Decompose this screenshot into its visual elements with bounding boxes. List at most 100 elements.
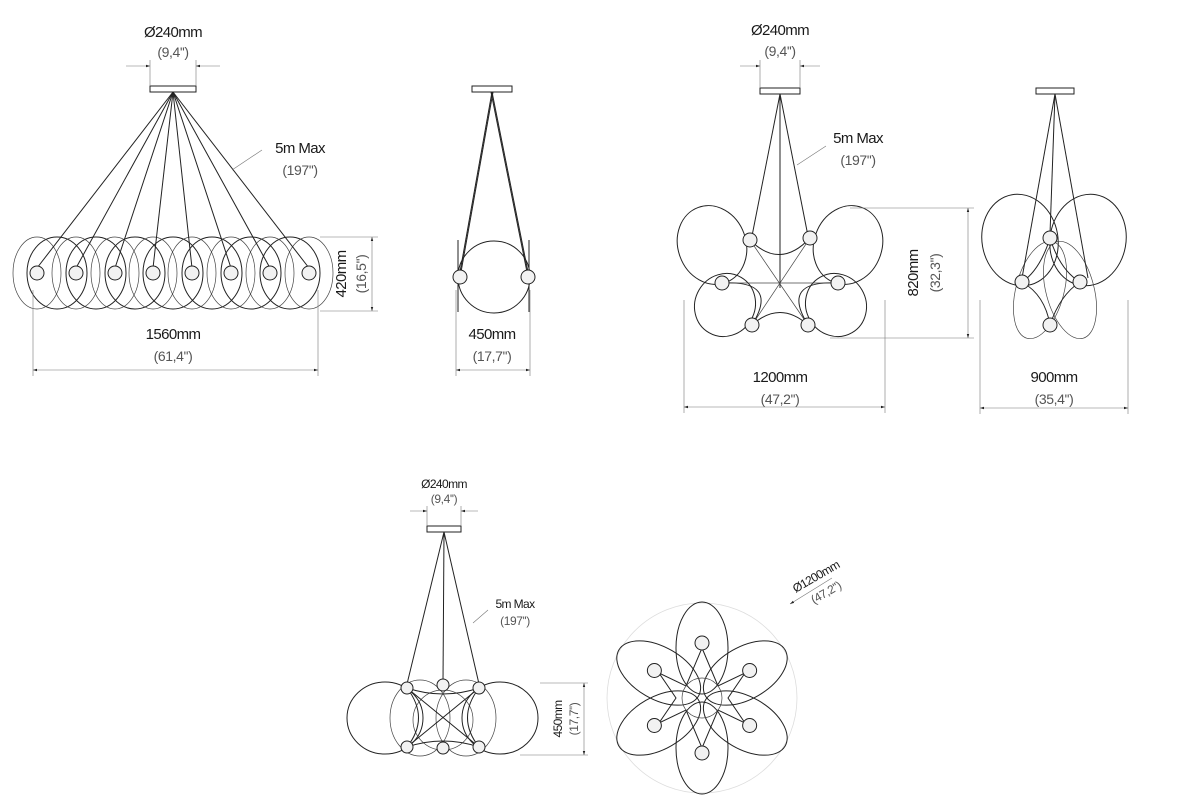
light-loop <box>457 240 531 314</box>
frame-arc <box>721 237 839 326</box>
light-globe <box>223 265 239 281</box>
frame-arm <box>749 239 809 326</box>
light-globe <box>436 741 450 755</box>
cable-length-label: 5m Max <box>495 597 535 611</box>
light-loop <box>1013 240 1067 340</box>
diameter-arrow <box>789 577 833 605</box>
light-globe <box>400 681 414 695</box>
light-globe <box>1014 274 1030 290</box>
ceiling-canopy <box>149 85 197 93</box>
width-inches: (47,2'') <box>761 391 800 407</box>
view-ring-side: Ø240mm (9,4'') 5m Max (197'') 450mm (17,… <box>346 477 588 757</box>
suspension-cable <box>442 531 445 683</box>
frame-arm <box>751 237 811 326</box>
light-globe <box>646 663 662 678</box>
light-loop <box>1043 240 1097 340</box>
view-linear-end: 450mm (17,7'') <box>452 85 536 376</box>
suspension-cable <box>172 91 271 269</box>
suspension-cable <box>1049 93 1056 235</box>
width-inches: (61,4'') <box>154 348 193 364</box>
light-globe <box>301 265 317 281</box>
light-loop <box>12 236 62 310</box>
light-globe <box>520 269 536 285</box>
light-globe <box>400 740 414 754</box>
light-loop <box>675 601 729 695</box>
light-loop <box>389 679 451 757</box>
view-star-side: 900mm (35,4'') <box>979 87 1129 414</box>
ceiling-canopy <box>759 87 801 95</box>
light-globe <box>744 317 760 333</box>
suspension-cable <box>443 531 480 685</box>
light-loop <box>461 681 539 755</box>
light-globe <box>646 718 662 733</box>
view-ring-top: Ø1200mm (47,2'') <box>606 557 844 795</box>
light-loop <box>65 236 127 310</box>
suspension-cable <box>751 93 781 237</box>
light-globe <box>262 265 278 281</box>
suspension-cable <box>114 91 174 269</box>
canopy-diameter-inches: (9,4'') <box>431 492 458 506</box>
light-loop <box>259 236 321 310</box>
light-loop <box>128 236 178 310</box>
width-label: 1200mm <box>753 369 808 386</box>
height-label: 450mm <box>551 700 565 738</box>
suspension-cable <box>1021 93 1056 279</box>
light-globe <box>694 635 710 651</box>
star-side-drawing <box>981 93 1127 340</box>
light-loop <box>181 236 243 310</box>
suspension-cable <box>172 91 193 269</box>
view-linear-side: Ø240mm (9,4'') 5m Max (197'') 420mm (16,… <box>12 24 378 376</box>
light-loop <box>167 236 217 310</box>
canopy-diameter-label: Ø240mm <box>144 24 202 41</box>
light-globe <box>107 265 123 281</box>
light-loop <box>693 272 757 338</box>
light-globe <box>714 275 730 291</box>
light-loop <box>616 690 702 756</box>
width-inches: (35,4'') <box>1035 391 1074 407</box>
light-globe <box>29 265 45 281</box>
overall-diameter-circle <box>606 602 798 794</box>
ring-top-drawing <box>616 601 788 795</box>
light-globe <box>742 718 758 733</box>
light-globe <box>452 269 468 285</box>
frame-diamond <box>1021 237 1081 326</box>
height-inches: (17,7'') <box>567 702 581 735</box>
light-loop <box>51 236 101 310</box>
light-loop <box>284 236 334 310</box>
light-globe <box>694 745 710 761</box>
light-loop <box>702 640 788 706</box>
light-loop <box>245 236 295 310</box>
height-inches: (16,5'') <box>353 255 369 294</box>
suspension-cable <box>172 91 310 269</box>
cable-length-inches: (197'') <box>500 614 530 628</box>
width-label: 900mm <box>1030 369 1077 386</box>
cable-length-inches: (197'') <box>282 162 317 178</box>
suspension-cable <box>1054 93 1089 279</box>
light-loop <box>206 236 256 310</box>
frame-arcs <box>406 687 480 748</box>
suspension-cable <box>75 91 174 269</box>
light-globe <box>68 265 84 281</box>
light-globe <box>436 678 450 692</box>
light-globe <box>742 232 758 248</box>
canopy-diameter-inches: (9,4'') <box>764 43 795 59</box>
cable-length-label: 5m Max <box>833 130 884 147</box>
cable-length-inches: (197'') <box>840 152 875 168</box>
ceiling-canopy <box>471 85 513 93</box>
canopy-diameter-label: Ø240mm <box>421 477 467 491</box>
light-globe <box>1042 317 1058 333</box>
suspension-cable <box>779 93 809 237</box>
suspension-cable <box>406 531 445 685</box>
canopy-diameter-inches: (9,4'') <box>157 44 188 60</box>
ceiling-canopy <box>426 525 462 533</box>
frame-ring <box>681 677 723 719</box>
light-loop <box>346 681 424 755</box>
ring-fixture-drawing <box>346 531 539 757</box>
light-globe <box>184 265 200 281</box>
ceiling-canopy <box>1035 87 1075 95</box>
light-loop <box>26 236 88 310</box>
light-loop <box>220 236 282 310</box>
suspension-cable <box>152 91 174 269</box>
